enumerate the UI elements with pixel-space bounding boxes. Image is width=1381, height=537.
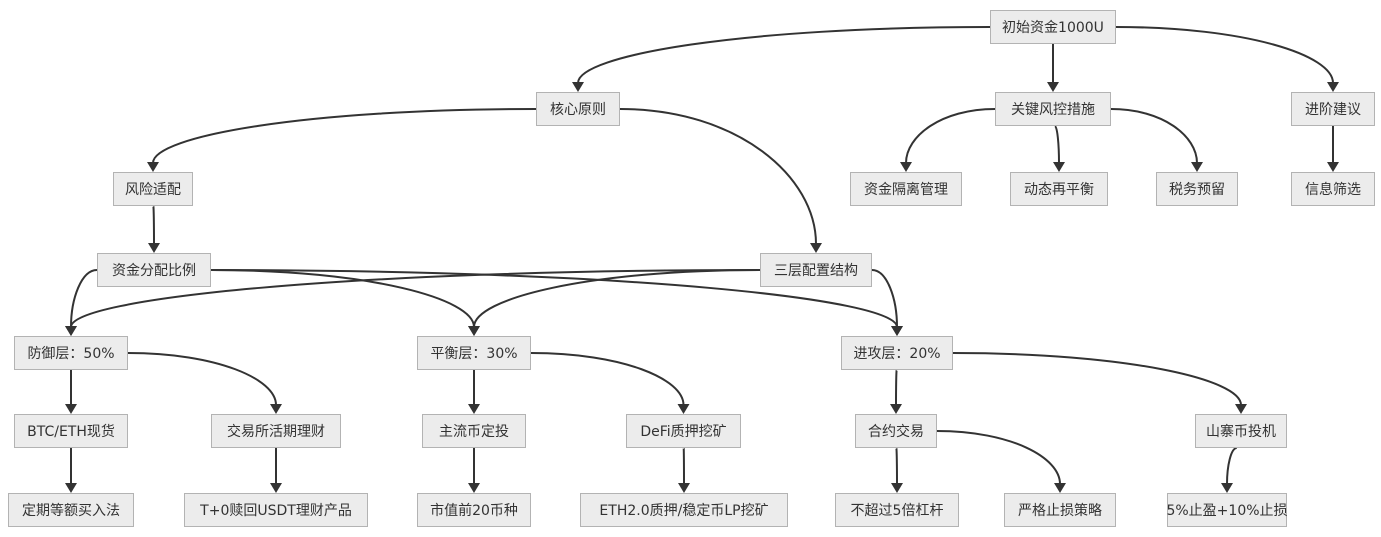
arrowhead-tax xyxy=(1191,162,1203,172)
arrowhead-mainstream_dca xyxy=(468,404,480,414)
node-core-principles: 核心原则 xyxy=(536,92,620,126)
arrowhead-exchange_flex xyxy=(270,404,282,414)
node-stop-loss: 严格止损策略 xyxy=(1004,493,1116,527)
node-usdt-product: T+0赎回USDT理财产品 xyxy=(184,493,368,527)
node-btc-eth-spot: BTC/ETH现货 xyxy=(14,414,128,448)
node-altcoin-speculation: 山寨币投机 xyxy=(1195,414,1287,448)
arrowhead-defi xyxy=(678,404,690,414)
arrowhead-altcoin xyxy=(1235,404,1247,414)
edge-contract-to-leverage xyxy=(896,448,897,484)
edge-risk_fit-to-ratio xyxy=(153,206,154,244)
node-fund-isolation: 资金隔离管理 xyxy=(850,172,962,206)
arrowhead-balance xyxy=(468,326,480,336)
edge-defense-to-exchange_flex xyxy=(128,353,276,405)
arrowhead-defense xyxy=(65,326,77,336)
arrowhead-leverage xyxy=(891,483,903,493)
arrowhead-risk_fit xyxy=(147,162,159,172)
node-risk-fit: 风险适配 xyxy=(113,172,193,206)
edge-altcoin-to-tp_sl xyxy=(1227,448,1237,484)
node-dca-method: 定期等额买入法 xyxy=(8,493,134,527)
arrowhead-top20 xyxy=(468,483,480,493)
edge-risk_ctrl-to-rebalance xyxy=(1055,126,1059,163)
edge-root-to-advanced xyxy=(1116,27,1333,83)
node-info-filtering: 信息筛选 xyxy=(1291,172,1375,206)
node-contract-trading: 合约交易 xyxy=(855,414,937,448)
node-attack-layer: 进攻层：20% xyxy=(841,336,953,370)
node-tax-reserve: 税务预留 xyxy=(1156,172,1238,206)
edge-attack-to-altcoin xyxy=(953,353,1241,405)
edge-core-to-three_layer xyxy=(620,109,816,244)
node-key-risk-controls: 关键风控措施 xyxy=(995,92,1111,126)
edge-attack-to-contract xyxy=(896,370,897,405)
node-eth-staking: ETH2.0质押/稳定币LP挖矿 xyxy=(580,493,788,527)
edge-core-to-risk_fit xyxy=(153,109,536,163)
arrowhead-dca_method xyxy=(65,483,77,493)
node-allocation-ratio: 资金分配比例 xyxy=(97,253,211,287)
edge-three_layer-to-attack xyxy=(872,270,897,327)
node-dynamic-rebalance: 动态再平衡 xyxy=(1010,172,1108,206)
arrowhead-contract xyxy=(890,404,902,414)
node-defense-layer: 防御层：50% xyxy=(14,336,128,370)
node-mainstream-dca: 主流币定投 xyxy=(422,414,526,448)
arrowhead-eth_staking xyxy=(678,483,690,493)
arrowhead-rebalance xyxy=(1053,162,1065,172)
arrowhead-core xyxy=(572,82,584,92)
edge-risk_ctrl-to-tax xyxy=(1111,109,1197,163)
arrowhead-btc_eth xyxy=(65,404,77,414)
edge-ratio-to-balance xyxy=(211,270,474,327)
node-advanced-advice: 进阶建议 xyxy=(1291,92,1375,126)
node-leverage-limit: 不超过5倍杠杆 xyxy=(835,493,959,527)
arrowhead-attack xyxy=(891,326,903,336)
edge-root-to-core xyxy=(578,27,990,83)
node-three-layer-structure: 三层配置结构 xyxy=(760,253,872,287)
arrowhead-usdt_product xyxy=(270,483,282,493)
node-take-profit-stop-loss: 5%止盈+10%止损 xyxy=(1167,493,1287,527)
arrowhead-three_layer xyxy=(810,243,822,253)
arrowhead-isolation xyxy=(900,162,912,172)
node-top20-coins: 市值前20币种 xyxy=(417,493,531,527)
node-root: 初始资金1000U xyxy=(990,10,1116,44)
arrowhead-info xyxy=(1327,162,1339,172)
edge-balance-to-defi xyxy=(531,353,684,405)
arrowhead-tp_sl xyxy=(1221,483,1233,493)
edge-ratio-to-defense xyxy=(71,270,97,327)
edge-three_layer-to-balance xyxy=(474,270,760,327)
node-exchange-flexible: 交易所活期理财 xyxy=(211,414,341,448)
arrowhead-advanced xyxy=(1327,82,1339,92)
node-balance-layer: 平衡层：30% xyxy=(417,336,531,370)
arrowhead-stop_loss xyxy=(1054,483,1066,493)
arrowhead-ratio xyxy=(148,243,160,253)
arrowhead-risk_ctrl xyxy=(1047,82,1059,92)
node-defi-staking: DeFi质押挖矿 xyxy=(626,414,741,448)
edge-risk_ctrl-to-isolation xyxy=(906,109,995,163)
edge-contract-to-stop_loss xyxy=(937,431,1060,484)
